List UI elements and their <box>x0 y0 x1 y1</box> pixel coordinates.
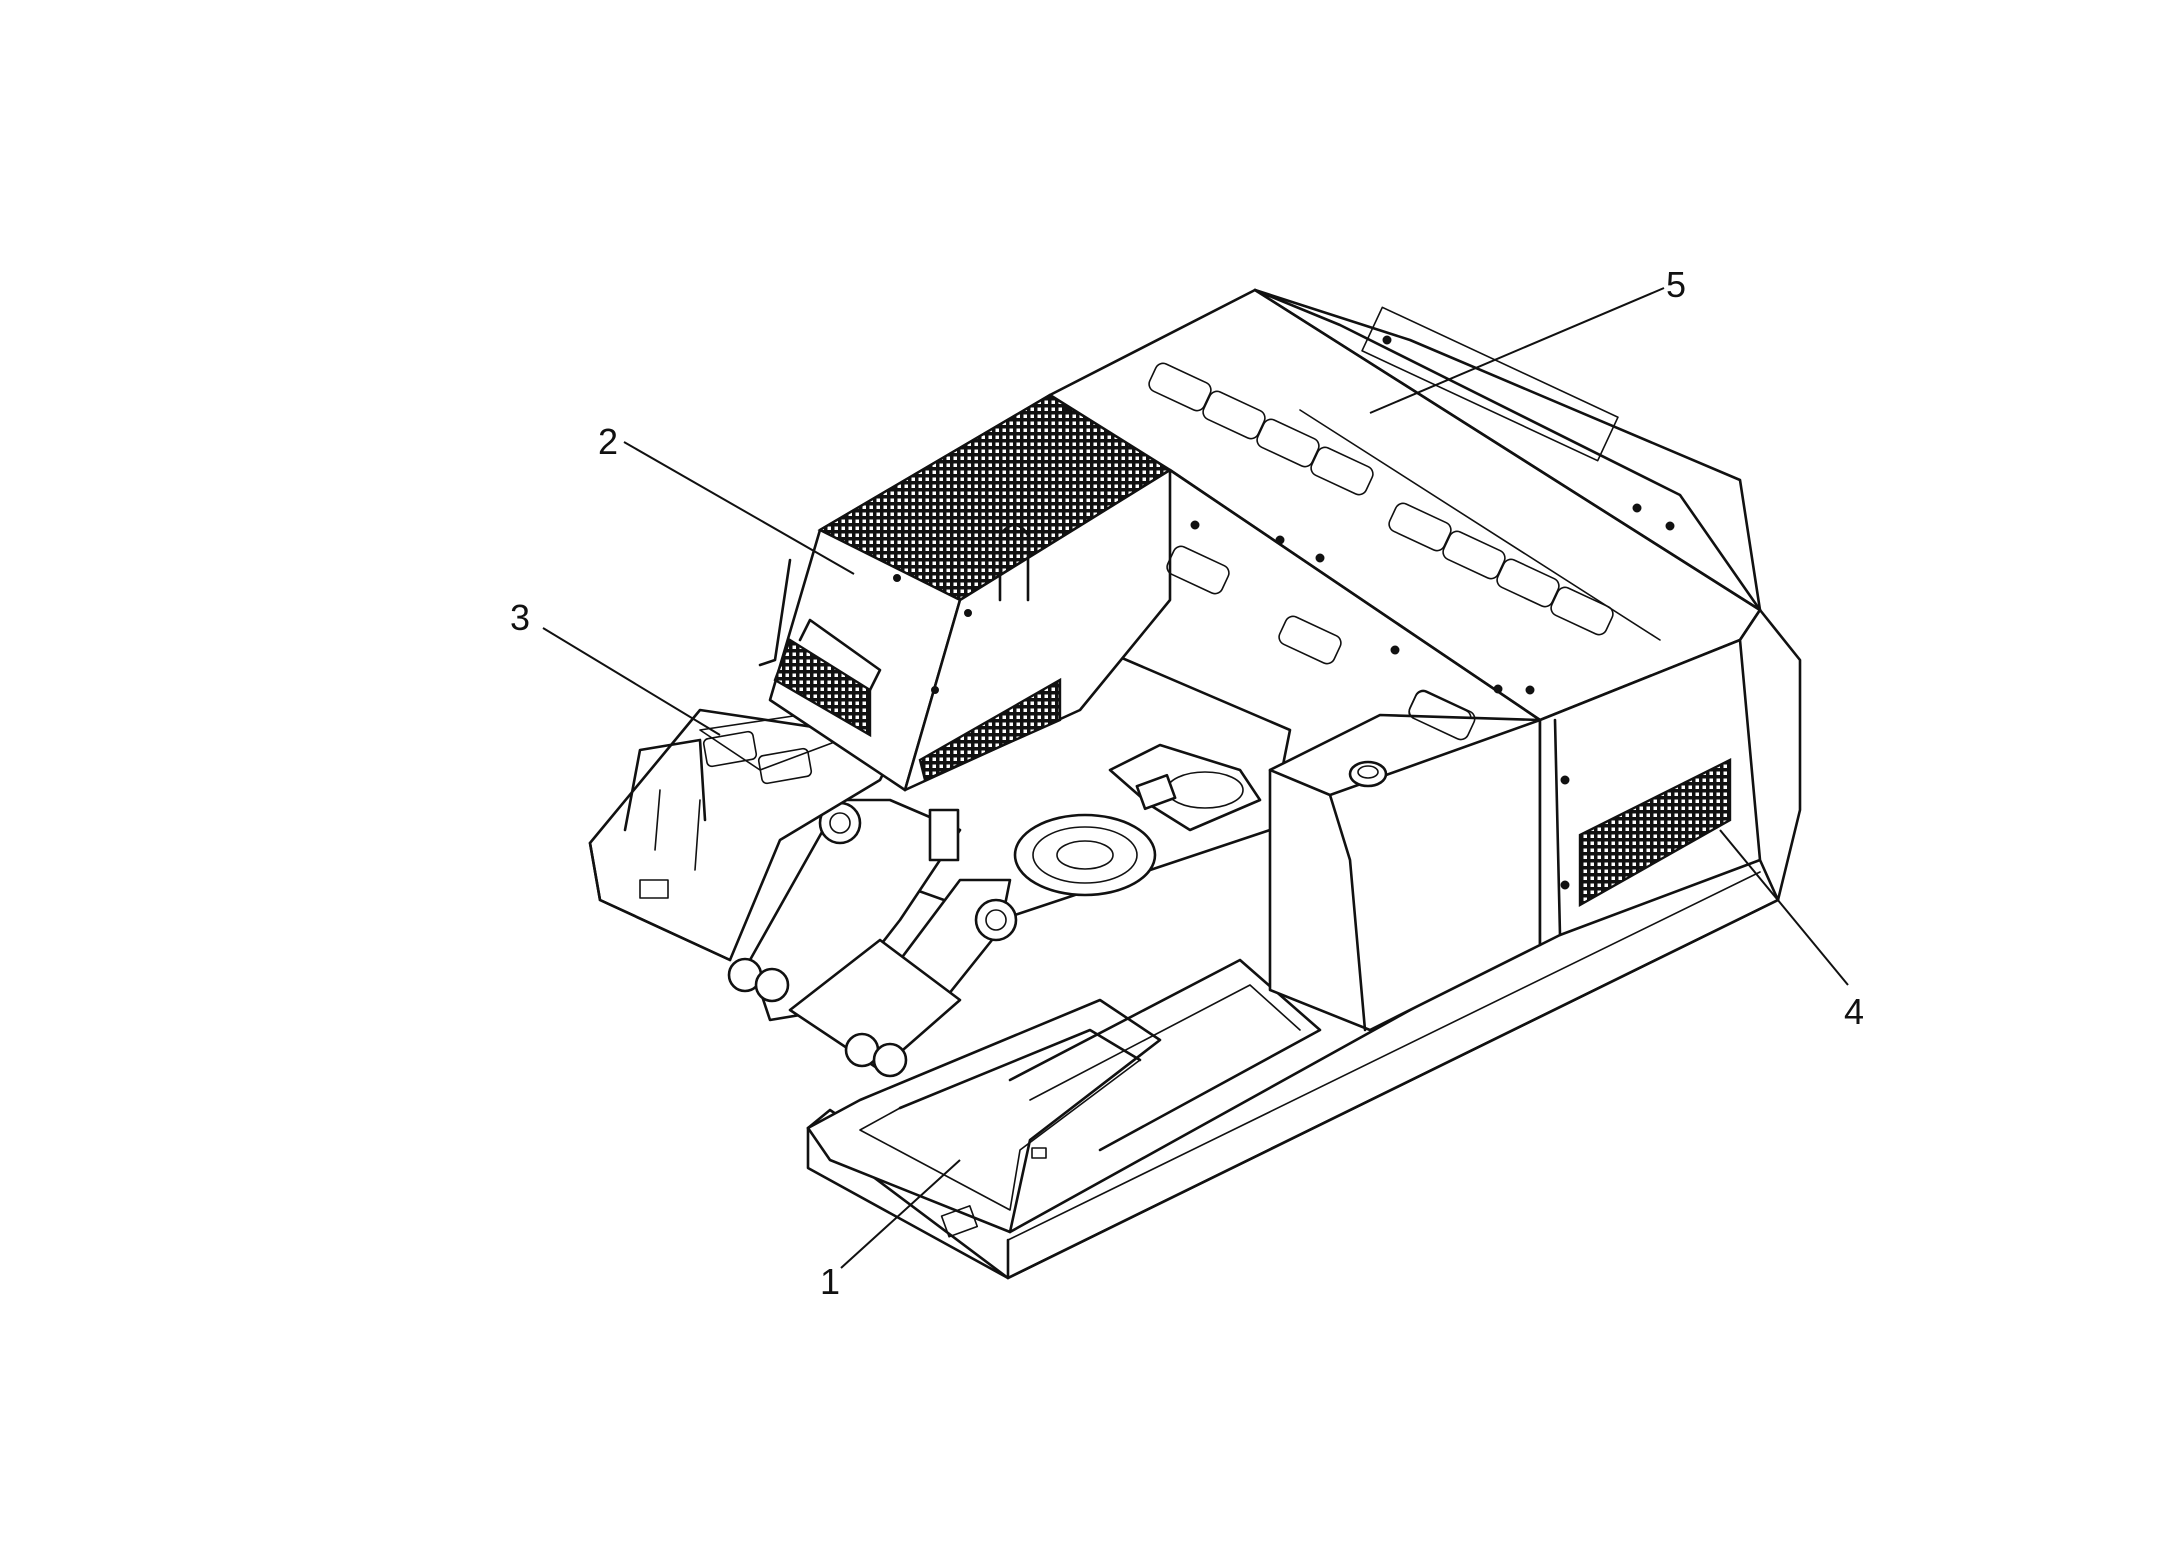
callout-1: 1 <box>820 1261 840 1302</box>
callout-labels: 1 2 3 4 5 <box>510 264 1864 1302</box>
leader-5 <box>1369 287 1665 414</box>
left-hood <box>758 393 1173 792</box>
callout-3: 3 <box>510 597 530 638</box>
boom-brackets <box>727 798 1018 1078</box>
callout-leaders <box>542 287 1849 1269</box>
leader-4 <box>1719 829 1849 986</box>
tank-cabinet <box>1268 689 1542 1032</box>
callout-2: 2 <box>598 421 618 462</box>
callout-5: 5 <box>1666 264 1686 305</box>
leader-1 <box>840 1159 961 1269</box>
callout-4: 4 <box>1844 991 1864 1032</box>
front-tray <box>806 958 1322 1238</box>
leader-2 <box>623 441 855 575</box>
right-side-door <box>1538 608 1802 947</box>
front-left-step <box>588 708 902 962</box>
leader-3 <box>542 627 721 736</box>
